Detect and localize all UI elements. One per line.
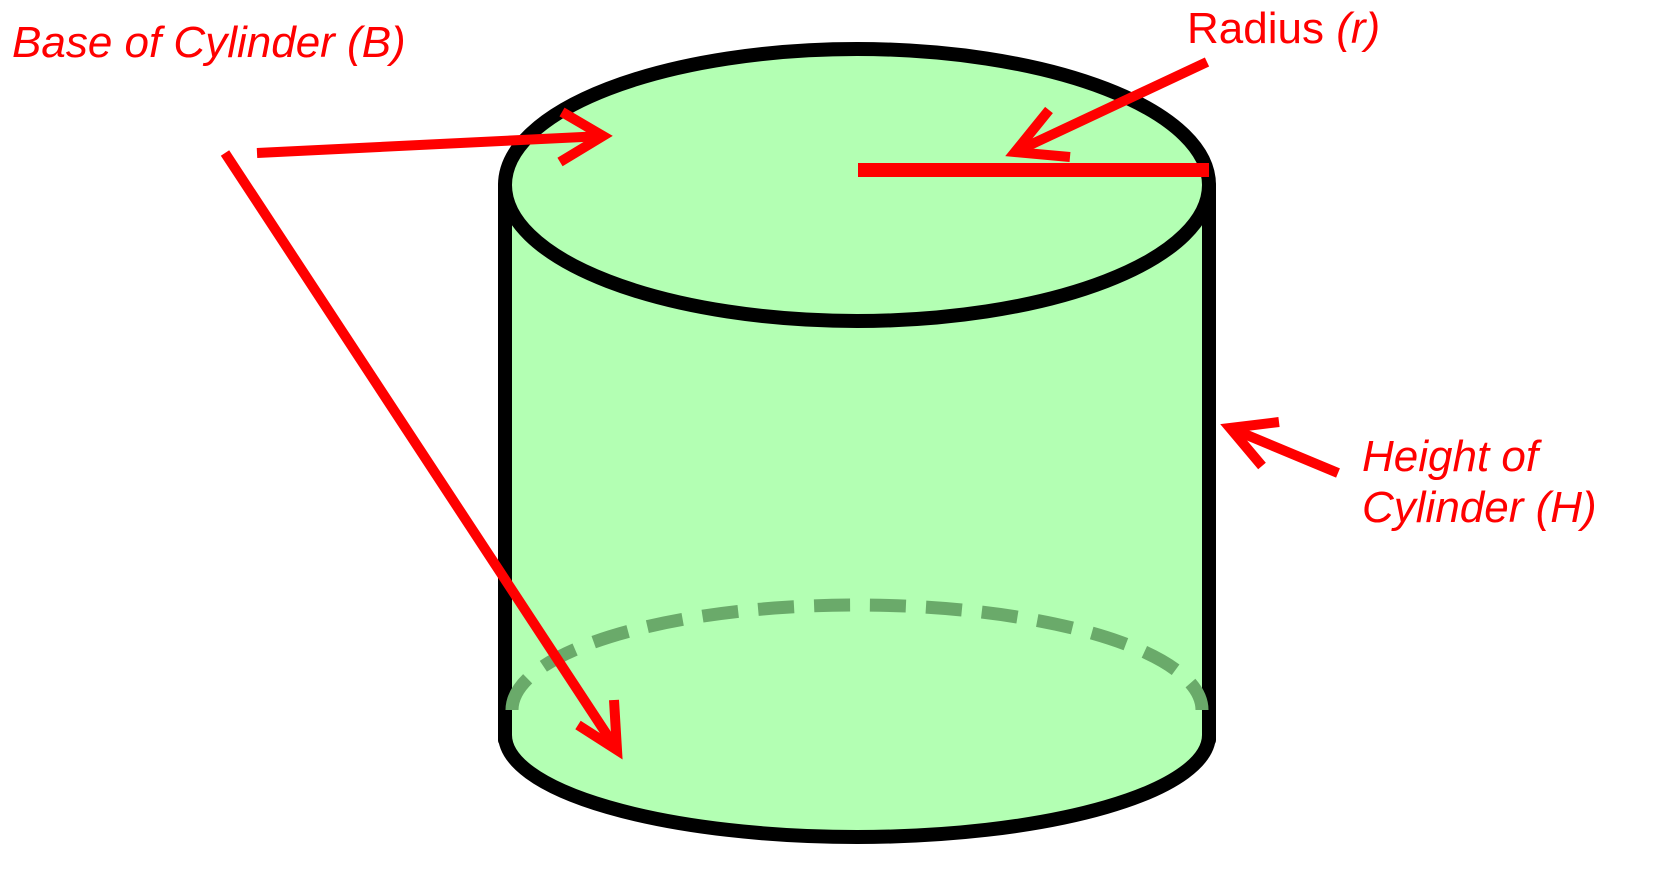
height-arrow-shaft: [1228, 423, 1340, 478]
height-label-line2: Cylinder (H): [1362, 482, 1597, 532]
cylinder-body: [505, 185, 1209, 837]
base-label: Base of Cylinder (B): [12, 18, 406, 67]
base-arrow-top-head: [557, 107, 613, 167]
radius-arrow-shaft: [1012, 57, 1210, 157]
cylinder-bottom-front-edge: [498, 734, 1216, 844]
height-arrow-head: [1220, 417, 1280, 470]
base-arrow-bottom-shaft: [220, 150, 622, 753]
height-label: Height of Cylinder (H): [1362, 432, 1597, 533]
base-arrow-bottom-head: [575, 699, 623, 760]
radius-arrow-head: [1005, 106, 1071, 162]
radius-label-word: Radius: [1187, 4, 1324, 53]
radius-label: Radius (r): [1187, 4, 1380, 55]
cylinder-top-face: [498, 42, 1216, 328]
height-label-line1: Height of: [1362, 432, 1539, 481]
base-arrow-top-shaft: [256, 131, 604, 158]
radius-label-symbol: (r): [1336, 4, 1381, 53]
